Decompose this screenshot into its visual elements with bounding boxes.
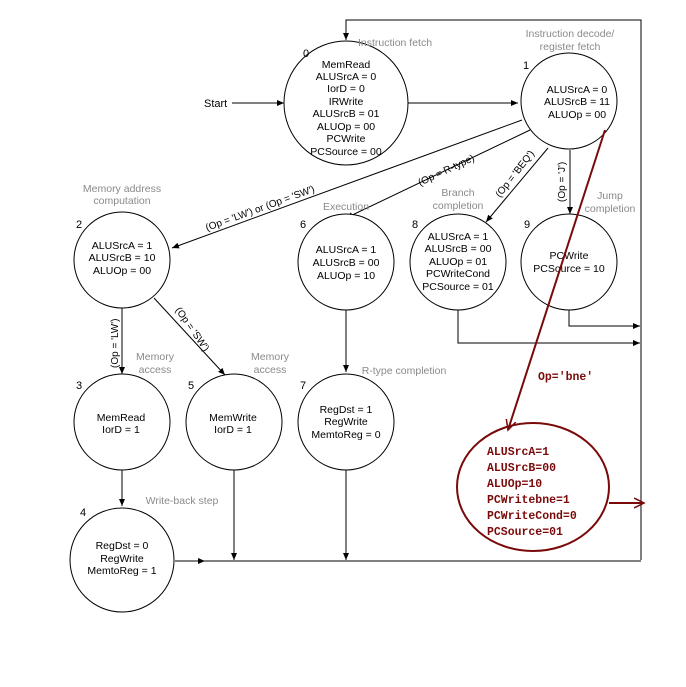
state-5[interactable]: 5 Memory access MemWrite IorD = 1: [185, 351, 290, 471]
state-caption: Memory: [251, 351, 290, 363]
cond-j: (Op = 'J'): [557, 162, 568, 202]
state-number: 2: [76, 219, 82, 231]
state-number: 3: [76, 380, 82, 392]
signal: MemtoReg = 0: [311, 429, 380, 441]
state-caption: computation: [93, 195, 150, 207]
signal: MemRead: [322, 59, 371, 71]
signal: ALUSrcB = 00: [313, 257, 380, 269]
cond-lw: (Op = 'LW'): [110, 319, 121, 368]
signal: IorD = 1: [102, 424, 140, 436]
arrow-1-to-6: [345, 129, 531, 219]
signal: PCWrite: [550, 250, 589, 262]
state-caption: access: [139, 364, 172, 376]
signal: MemRead: [97, 412, 146, 424]
arrow-2-to-5: [153, 297, 226, 376]
signal: IRWrite: [329, 96, 364, 108]
bne-state[interactable]: Op='bne' ALUSrcA=1 ALUSrcB=00 ALUOp=10 P…: [456, 129, 644, 552]
signal: ALUOp=10: [487, 478, 542, 491]
bne-condition: Op='bne': [538, 371, 593, 384]
arrow-9-to-return: [568, 310, 640, 329]
signal: MemtoReg = 1: [87, 565, 156, 577]
state-caption: access: [254, 364, 287, 376]
signal: PCSource = 01: [422, 281, 494, 293]
signal: ALUOp = 01: [429, 256, 487, 268]
arrow-1-to-2: [171, 119, 523, 249]
cond-sw: (Op = 'SW'): [173, 305, 211, 353]
state-7[interactable]: 7 R-type completion RegDst = 1 RegWrite …: [297, 365, 447, 471]
signal: PCSource = 10: [533, 263, 605, 275]
signal: IorD = 0: [327, 83, 365, 95]
signal: ALUSrcB = 01: [313, 108, 380, 120]
state-2[interactable]: 2 Memory address computation ALUSrcA = 1…: [73, 183, 171, 309]
signal: IorD = 1: [214, 424, 252, 436]
state-caption: completion: [585, 203, 636, 215]
state-caption: R-type completion: [362, 365, 447, 377]
signal: ALUOp = 00: [548, 109, 606, 121]
signal: ALUSrcB = 11: [544, 96, 610, 108]
state-3[interactable]: 3 Memory access MemRead IorD = 1: [73, 351, 175, 471]
signal: ALUSrcB = 00: [425, 243, 492, 255]
state-number: 6: [300, 219, 306, 231]
state-caption: register fetch: [540, 41, 601, 53]
signal: ALUSrcA = 0: [547, 84, 608, 96]
state-6[interactable]: 6 Execution ALUSrcA = 1 ALUSrcB = 00 ALU…: [297, 201, 395, 311]
state-number: 1: [523, 60, 529, 72]
signal: ALUSrcA = 1: [316, 244, 377, 256]
return-loop-line: [343, 19, 642, 560]
state-caption: Memory: [136, 351, 175, 363]
state-0[interactable]: 0 Instruction fetch MemRead ALUSrcA = 0 …: [283, 37, 432, 166]
signal: RegDst = 0: [96, 540, 149, 552]
signal: MemWrite: [209, 412, 257, 424]
state-caption: Write-back step: [146, 495, 219, 507]
state-number: 7: [300, 380, 306, 392]
signal: ALUSrcA = 1: [428, 231, 489, 243]
signal: ALUSrcB=00: [487, 462, 556, 475]
signal: PCWriteCond=0: [487, 510, 577, 523]
state-caption: Execution: [323, 201, 369, 213]
signal: PCSource = 00: [310, 146, 382, 158]
state-number: 9: [524, 219, 530, 231]
signal: RegWrite: [324, 416, 368, 428]
state-1[interactable]: 1 Instruction decode/ register fetch ALU…: [520, 28, 618, 150]
state-9[interactable]: 9 Jump completion PCWrite PCSource = 10: [520, 190, 636, 311]
signal: ALUSrcB = 10: [89, 252, 156, 264]
cond-beq: (Op = 'BEQ'): [494, 149, 537, 200]
state-4[interactable]: 4 Write-back step RegDst = 0 RegWrite Me…: [69, 495, 219, 613]
bne-arrow: [508, 129, 606, 430]
signal: ALUOp = 00: [317, 121, 375, 133]
signal: ALUSrcA=1: [487, 446, 549, 459]
signal: ALUSrcA = 0: [316, 71, 377, 83]
signal: PCWritebne=1: [487, 494, 570, 507]
signal: ALUSrcA = 1: [92, 240, 153, 252]
state-number: 5: [188, 380, 194, 392]
state-number: 4: [80, 507, 86, 519]
bne-ellipse: [456, 422, 610, 552]
state-caption: Branch: [441, 187, 474, 199]
start-label: Start: [204, 98, 227, 110]
signal: RegWrite: [100, 553, 144, 565]
state-caption: completion: [433, 200, 484, 212]
state-caption: Memory address: [83, 183, 161, 195]
signal: PCWriteCond: [426, 268, 490, 280]
state-8[interactable]: 8 Branch completion ALUSrcA = 1 ALUSrcB …: [409, 187, 507, 311]
signal: RegDst = 1: [320, 404, 373, 416]
cond-rtype: (Op = R-type): [417, 153, 477, 189]
signal: PCSource=01: [487, 526, 563, 539]
arrow-8-to-return: [457, 310, 640, 346]
state-number: 0: [303, 48, 309, 60]
state-caption: Jump: [597, 190, 623, 202]
state-caption: Instruction fetch: [358, 37, 432, 49]
signal: ALUOp = 10: [317, 270, 375, 282]
state-caption: Instruction decode/: [526, 28, 615, 40]
arrow-1-to-8: [485, 147, 549, 223]
signal: PCWrite: [327, 133, 366, 145]
state-number: 8: [412, 219, 418, 231]
signal: ALUOp = 00: [93, 265, 151, 277]
